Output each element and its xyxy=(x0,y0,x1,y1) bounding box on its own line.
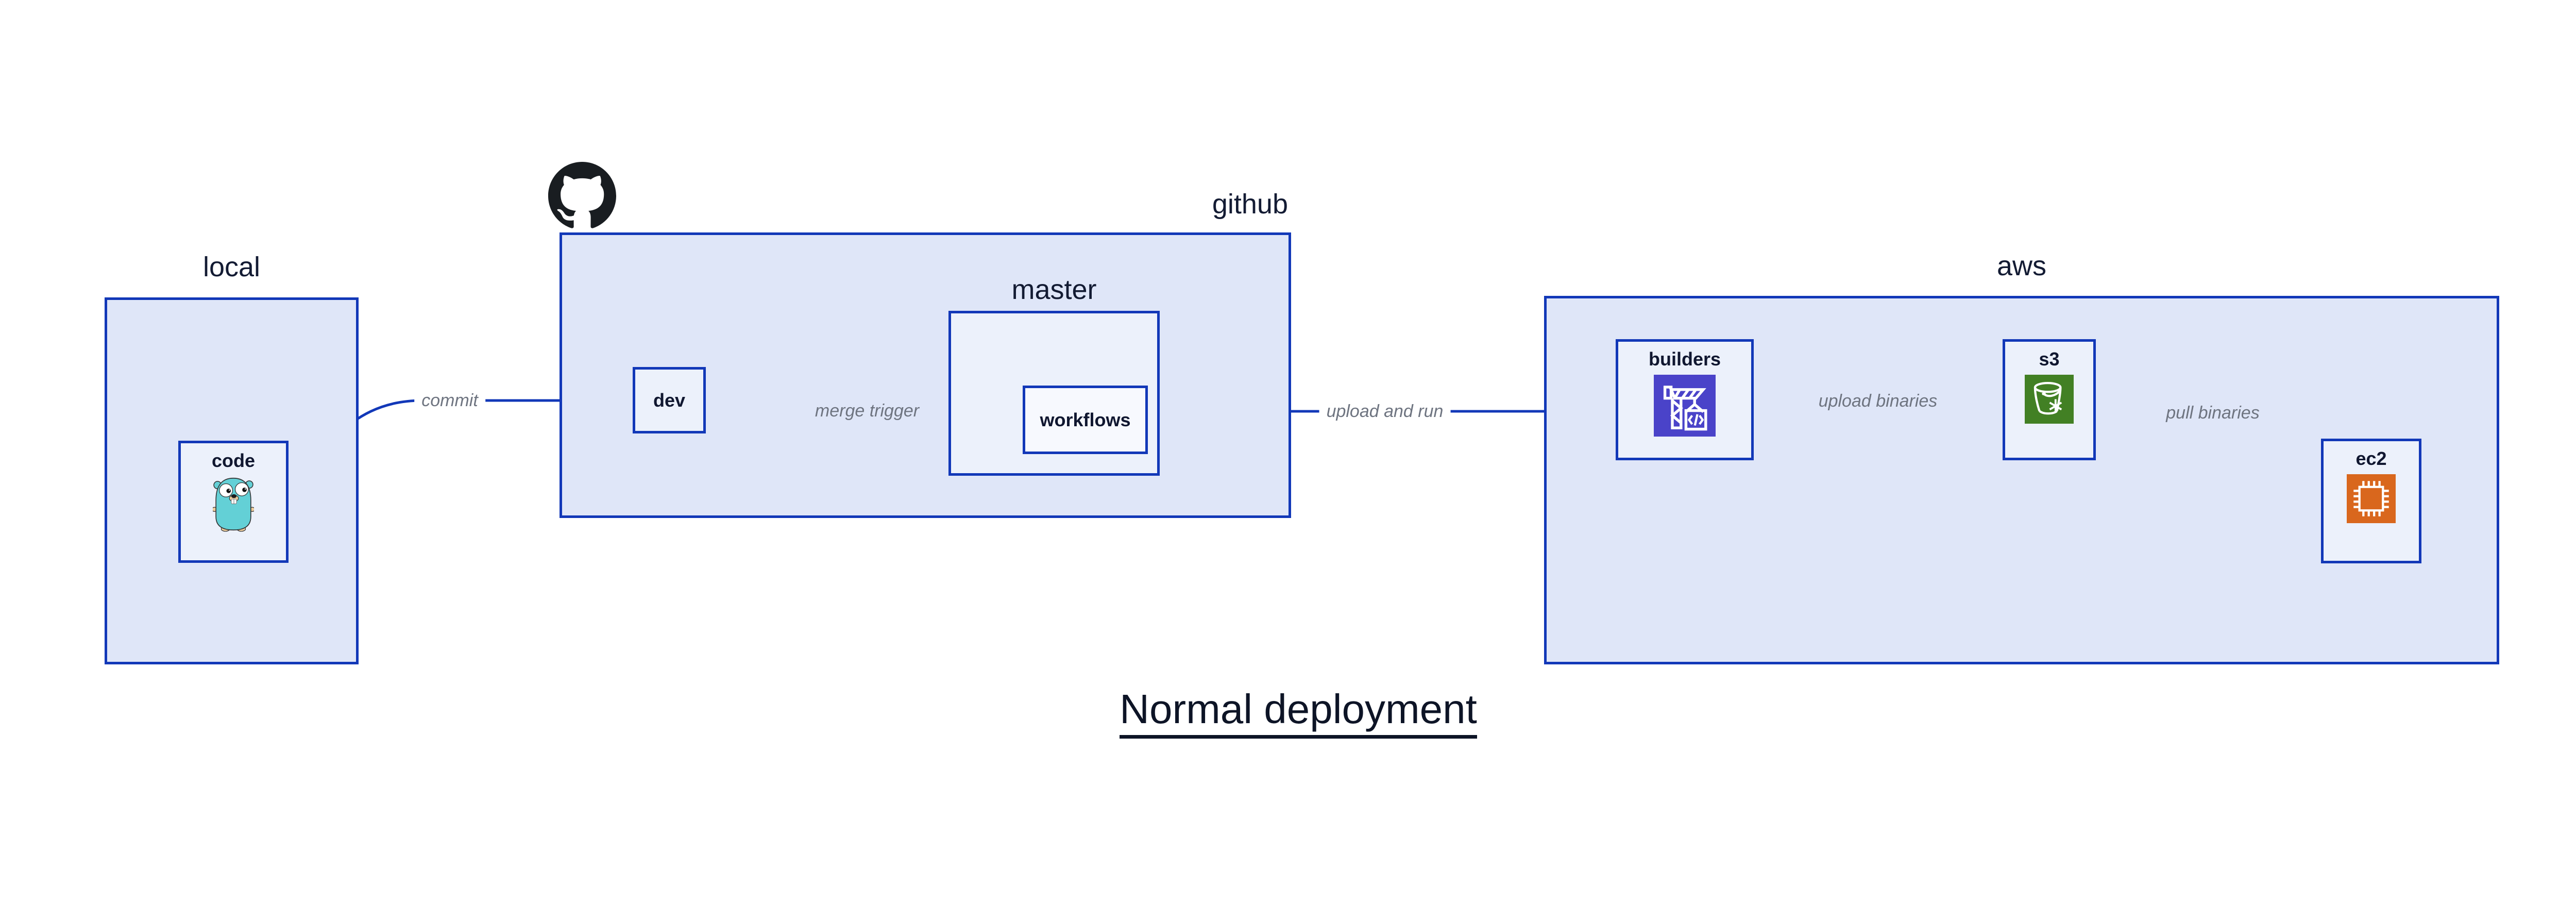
diagram-title: Normal deployment xyxy=(1041,686,1556,739)
node-ec2: ec2 xyxy=(2321,439,2421,563)
group-label-github: github xyxy=(1212,189,1288,220)
edge-label-upload-and-run: upload and run xyxy=(1319,400,1451,423)
edge-label-upload-binaries: upload binaries xyxy=(1811,390,1945,412)
node-s3: s3 xyxy=(2003,339,2096,460)
edge-label-commit: commit xyxy=(414,389,485,412)
node-dev-label: dev xyxy=(653,389,686,411)
diagram-title-text: Normal deployment xyxy=(1120,686,1477,739)
node-workflows-label: workflows xyxy=(1040,409,1131,430)
aws-s3-glacier-bucket-icon xyxy=(2025,375,2074,424)
node-builders: builders xyxy=(1616,339,1754,460)
node-s3-label: s3 xyxy=(2039,348,2060,370)
edge-label-pull-binaries: pull binaries xyxy=(2159,402,2267,424)
node-ec2-label: ec2 xyxy=(2355,448,2387,469)
node-workflows: workflows xyxy=(1023,386,1148,454)
github-octocat-icon xyxy=(548,162,616,230)
aws-ec2-chip-icon xyxy=(2347,474,2396,523)
group-label-master: master xyxy=(1011,274,1097,305)
group-label-local: local xyxy=(202,252,261,282)
edge-label-merge-trigger: merge trigger xyxy=(807,399,927,422)
node-builders-label: builders xyxy=(1648,348,1721,370)
group-label-aws: aws xyxy=(1996,250,2047,281)
aws-codebuild-icon xyxy=(1654,375,1716,437)
node-dev: dev xyxy=(633,367,706,433)
node-code: code xyxy=(178,441,289,563)
node-code-label: code xyxy=(211,450,256,471)
go-gopher-icon xyxy=(213,476,254,532)
